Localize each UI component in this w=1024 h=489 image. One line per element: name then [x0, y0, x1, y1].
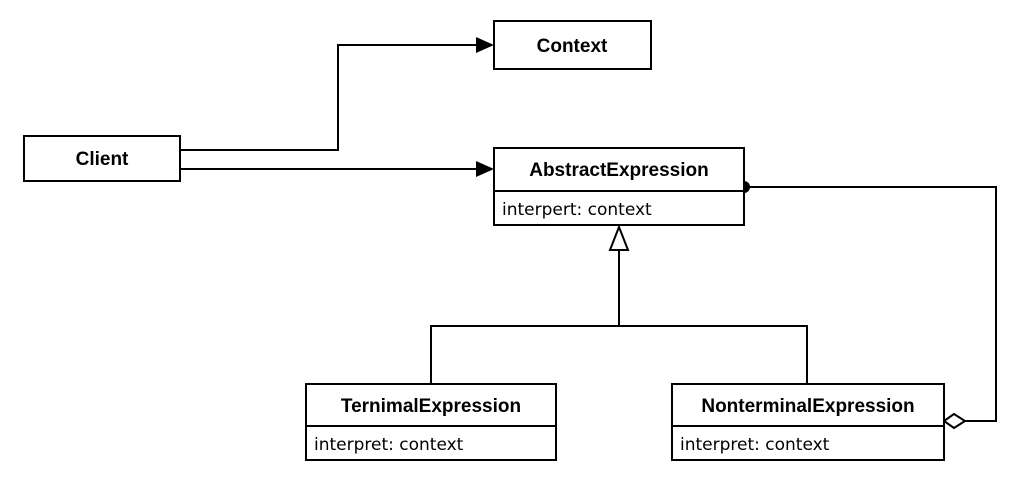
aggregation-diamond [942, 412, 967, 430]
class-client[interactable]: Client [23, 135, 181, 182]
class-nonterminal-expression[interactable]: NonterminalExpression interpret: context [671, 383, 945, 461]
client-abstract-arrowhead [476, 161, 494, 177]
class-name: Context [537, 36, 608, 57]
class-name: Client [76, 149, 129, 170]
client-context-arrowhead [476, 37, 494, 53]
generalization-branch [430, 325, 808, 384]
class-terminal-expression[interactable]: TernimalExpression interpret: context [305, 383, 557, 461]
class-operation: interpret: context [314, 435, 464, 455]
class-operation: interpert: context [502, 200, 652, 220]
class-context[interactable]: Context [493, 20, 652, 70]
class-operation: interpret: context [680, 435, 830, 455]
aggregation-line [744, 186, 997, 422]
class-abstract-expression[interactable]: AbstractExpression interpert: context [493, 147, 745, 226]
class-name: TernimalExpression [341, 396, 521, 417]
class-name: NonterminalExpression [701, 396, 914, 417]
generalization-triangle [608, 224, 630, 251]
class-name: AbstractExpression [529, 160, 709, 181]
association-client-context [180, 44, 478, 151]
